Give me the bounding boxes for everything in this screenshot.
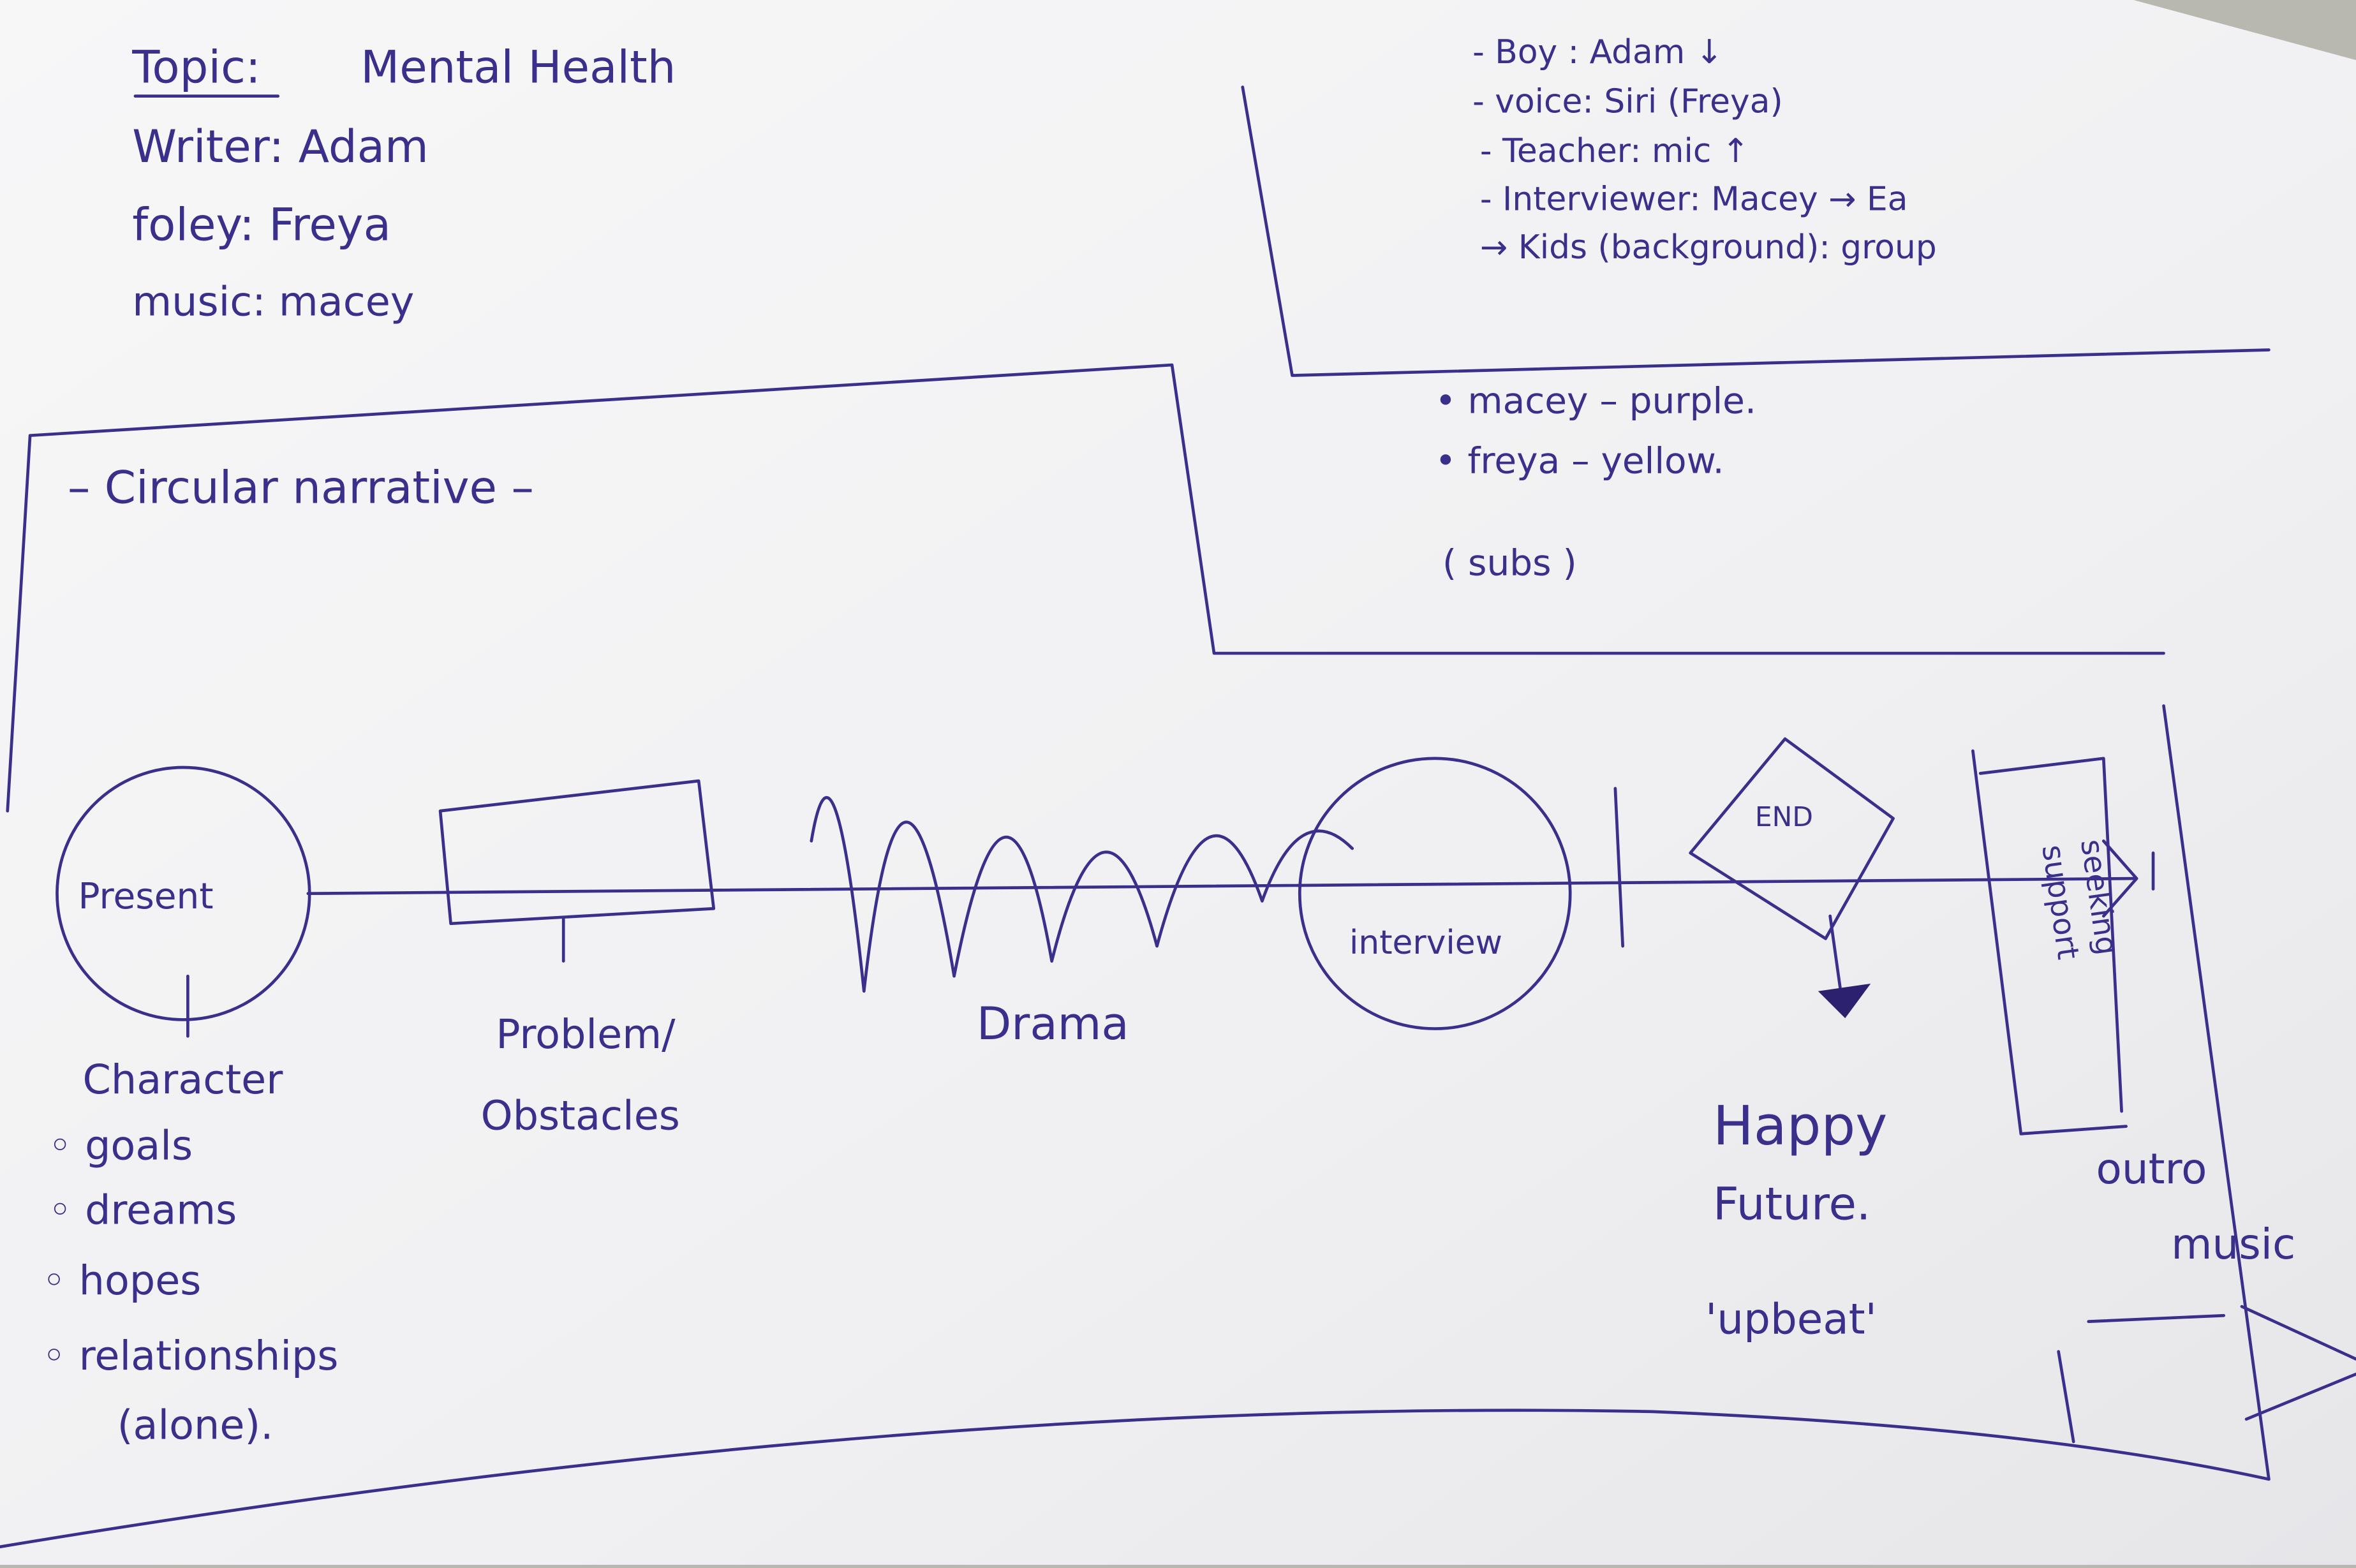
timeline-line [306, 876, 2135, 896]
timeline-arrowhead [2101, 839, 2138, 918]
cast-notes-border [1241, 85, 2271, 377]
color-key-subs: ( subs ) [1442, 543, 1577, 584]
foley-note: foley: Freya [132, 198, 391, 251]
interview-label: interview [1349, 924, 1502, 962]
interview-circle [1298, 757, 1572, 1030]
character-item: ◦ hopes [42, 1257, 202, 1304]
character-item: ◦ dreams [48, 1187, 237, 1234]
end-diamond [1689, 737, 1895, 940]
drama-wave [810, 796, 1354, 993]
cast-note: - Boy : Adam ↓ [1472, 33, 1723, 71]
end-label: END [1755, 801, 1813, 832]
timeline-divider [1613, 787, 1625, 948]
writer-note: Writer: Adam [132, 120, 429, 173]
music-note: music: macey [132, 277, 414, 325]
happy-label: Happy [1713, 1094, 1887, 1157]
topic-value: Mental Health [360, 40, 676, 93]
seeking-support-box [1971, 749, 2128, 1135]
character-label: Character [83, 1056, 284, 1103]
color-key-freya: • freya – yellow. [1435, 441, 1724, 482]
future-label: Future. [1713, 1178, 1871, 1231]
outro-music-label: music [2171, 1220, 2295, 1269]
outro-divider [2162, 704, 2271, 1481]
present-label: Present [78, 876, 213, 917]
character-item: ◦ relationships [42, 1332, 339, 1379]
obstacles-label: Obstacles [481, 1091, 680, 1139]
end-down-arrow [1828, 914, 1842, 993]
cast-note: - Interviewer: Macey → Ea [1480, 181, 1908, 219]
character-list: Character ◦ goals ◦ dreams ◦ hopes ◦ rel… [42, 1056, 339, 1448]
cast-note: - Teacher: mic ↑ [1480, 132, 1749, 170]
problem-label: Problem/ [496, 1010, 676, 1058]
header-notes: Topic: Mental Health Writer: Adam foley:… [131, 40, 676, 325]
topic-label: Topic: [131, 40, 260, 93]
upbeat-label: 'upbeat' [1705, 1294, 1877, 1343]
outro-marks [2057, 1305, 2356, 1444]
outro-label: outro [2096, 1144, 2207, 1194]
present-circle [56, 766, 311, 1021]
character-item: ◦ goals [48, 1121, 193, 1169]
cast-notes: - Boy : Adam ↓ - voice: Siri (Freya) - T… [1472, 33, 1937, 267]
drama-label: Drama [977, 997, 1129, 1050]
problem-box [438, 779, 716, 926]
narrative-frame [6, 363, 2165, 813]
narrative-heading: – Circular narrative – [68, 461, 534, 514]
color-key: • macey – purple. • freya – yellow. ( su… [1435, 380, 1756, 584]
end-arrowhead-icon [1818, 983, 1871, 1019]
character-item: (alone). [117, 1401, 274, 1448]
cast-note: - voice: Siri (Freya) [1472, 83, 1783, 121]
bottom-frame-curve [0, 1409, 2271, 1549]
cast-note: → Kids (background): group [1480, 228, 1937, 267]
color-key-macey: • macey – purple. [1435, 380, 1756, 422]
